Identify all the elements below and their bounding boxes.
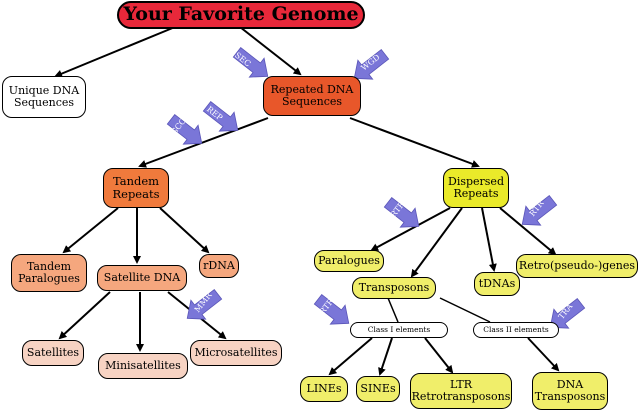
node-dna-transposons: DNA Transposons: [532, 372, 608, 410]
edge-genome-unique: [54, 26, 176, 78]
node-ltr-retrotransposons: LTR Retrotransposons: [410, 373, 512, 409]
edge-satellite-satellites: [58, 291, 111, 340]
edge-classi-sines: [378, 337, 393, 376]
node-tandem-paralogues: Tandem Paralogues: [11, 254, 87, 292]
node-class-ii-elements: Class II elements: [473, 322, 559, 338]
edge-dispersed-transposons: [410, 207, 463, 278]
mechanism-arrow-rep: [202, 101, 239, 132]
mechanism-arrow-wgd: [353, 49, 390, 80]
mechanism-arrow-rtr-2: [521, 195, 558, 226]
edge-repeated-tandem: [138, 117, 269, 168]
mechanism-arrow-sec: [232, 47, 269, 78]
node-transposons: Transposons: [352, 277, 436, 299]
mechanism-arrow-mmr: [186, 289, 223, 320]
mechanism-arrow-tra: [549, 298, 586, 329]
node-tdnas: tDNAs: [474, 272, 520, 296]
node-sines: SINEs: [356, 376, 400, 402]
edge-classi-lines: [328, 337, 373, 376]
mechanism-arrow-gco: [166, 114, 203, 145]
node-minisatellites: Minisatellites: [98, 353, 188, 379]
node-tandem-repeats: Tandem Repeats: [103, 168, 169, 208]
edge-classi-ltr: [424, 337, 454, 374]
node-dispersed-repeats: Dispersed Repeats: [443, 168, 509, 208]
mechanism-arrow-rtr-3: [313, 294, 350, 325]
node-repeated-dna: Repeated DNA Sequences: [263, 76, 361, 116]
node-unique-dna: Unique DNA Sequences: [2, 76, 86, 118]
edge-dispersed-retrogenes: [499, 207, 557, 256]
node-your-favorite-genome: Your Favorite Genome: [117, 1, 365, 29]
edge-transposons-classi: [387, 297, 399, 323]
node-lines: LINEs: [300, 376, 348, 402]
node-satellite-dna: Satellite DNA: [97, 265, 187, 291]
mechanism-arrow-rtr-1: [383, 197, 420, 228]
edge-genome-repeated: [239, 26, 302, 76]
node-microsatellites: Microsatellites: [190, 340, 282, 366]
edge-tandem-rdna: [159, 207, 210, 254]
edge-repeated-dispersed: [349, 117, 480, 168]
node-rdna: rDNA: [199, 254, 239, 278]
node-class-i-elements: Class I elements: [350, 322, 448, 338]
edge-transposons-classii: [439, 297, 491, 323]
edge-classii-dna: [527, 337, 560, 372]
edge-dispersed-tdnas: [481, 207, 497, 272]
edge-dispersed-paralogues: [370, 207, 451, 251]
node-paralogues: Paralogues: [314, 250, 384, 272]
node-retro-pseudo-genes: Retro(pseudo-)genes: [516, 254, 638, 278]
node-satellites: Satellites: [22, 340, 84, 366]
edge-tandem-paralogues: [62, 207, 119, 254]
